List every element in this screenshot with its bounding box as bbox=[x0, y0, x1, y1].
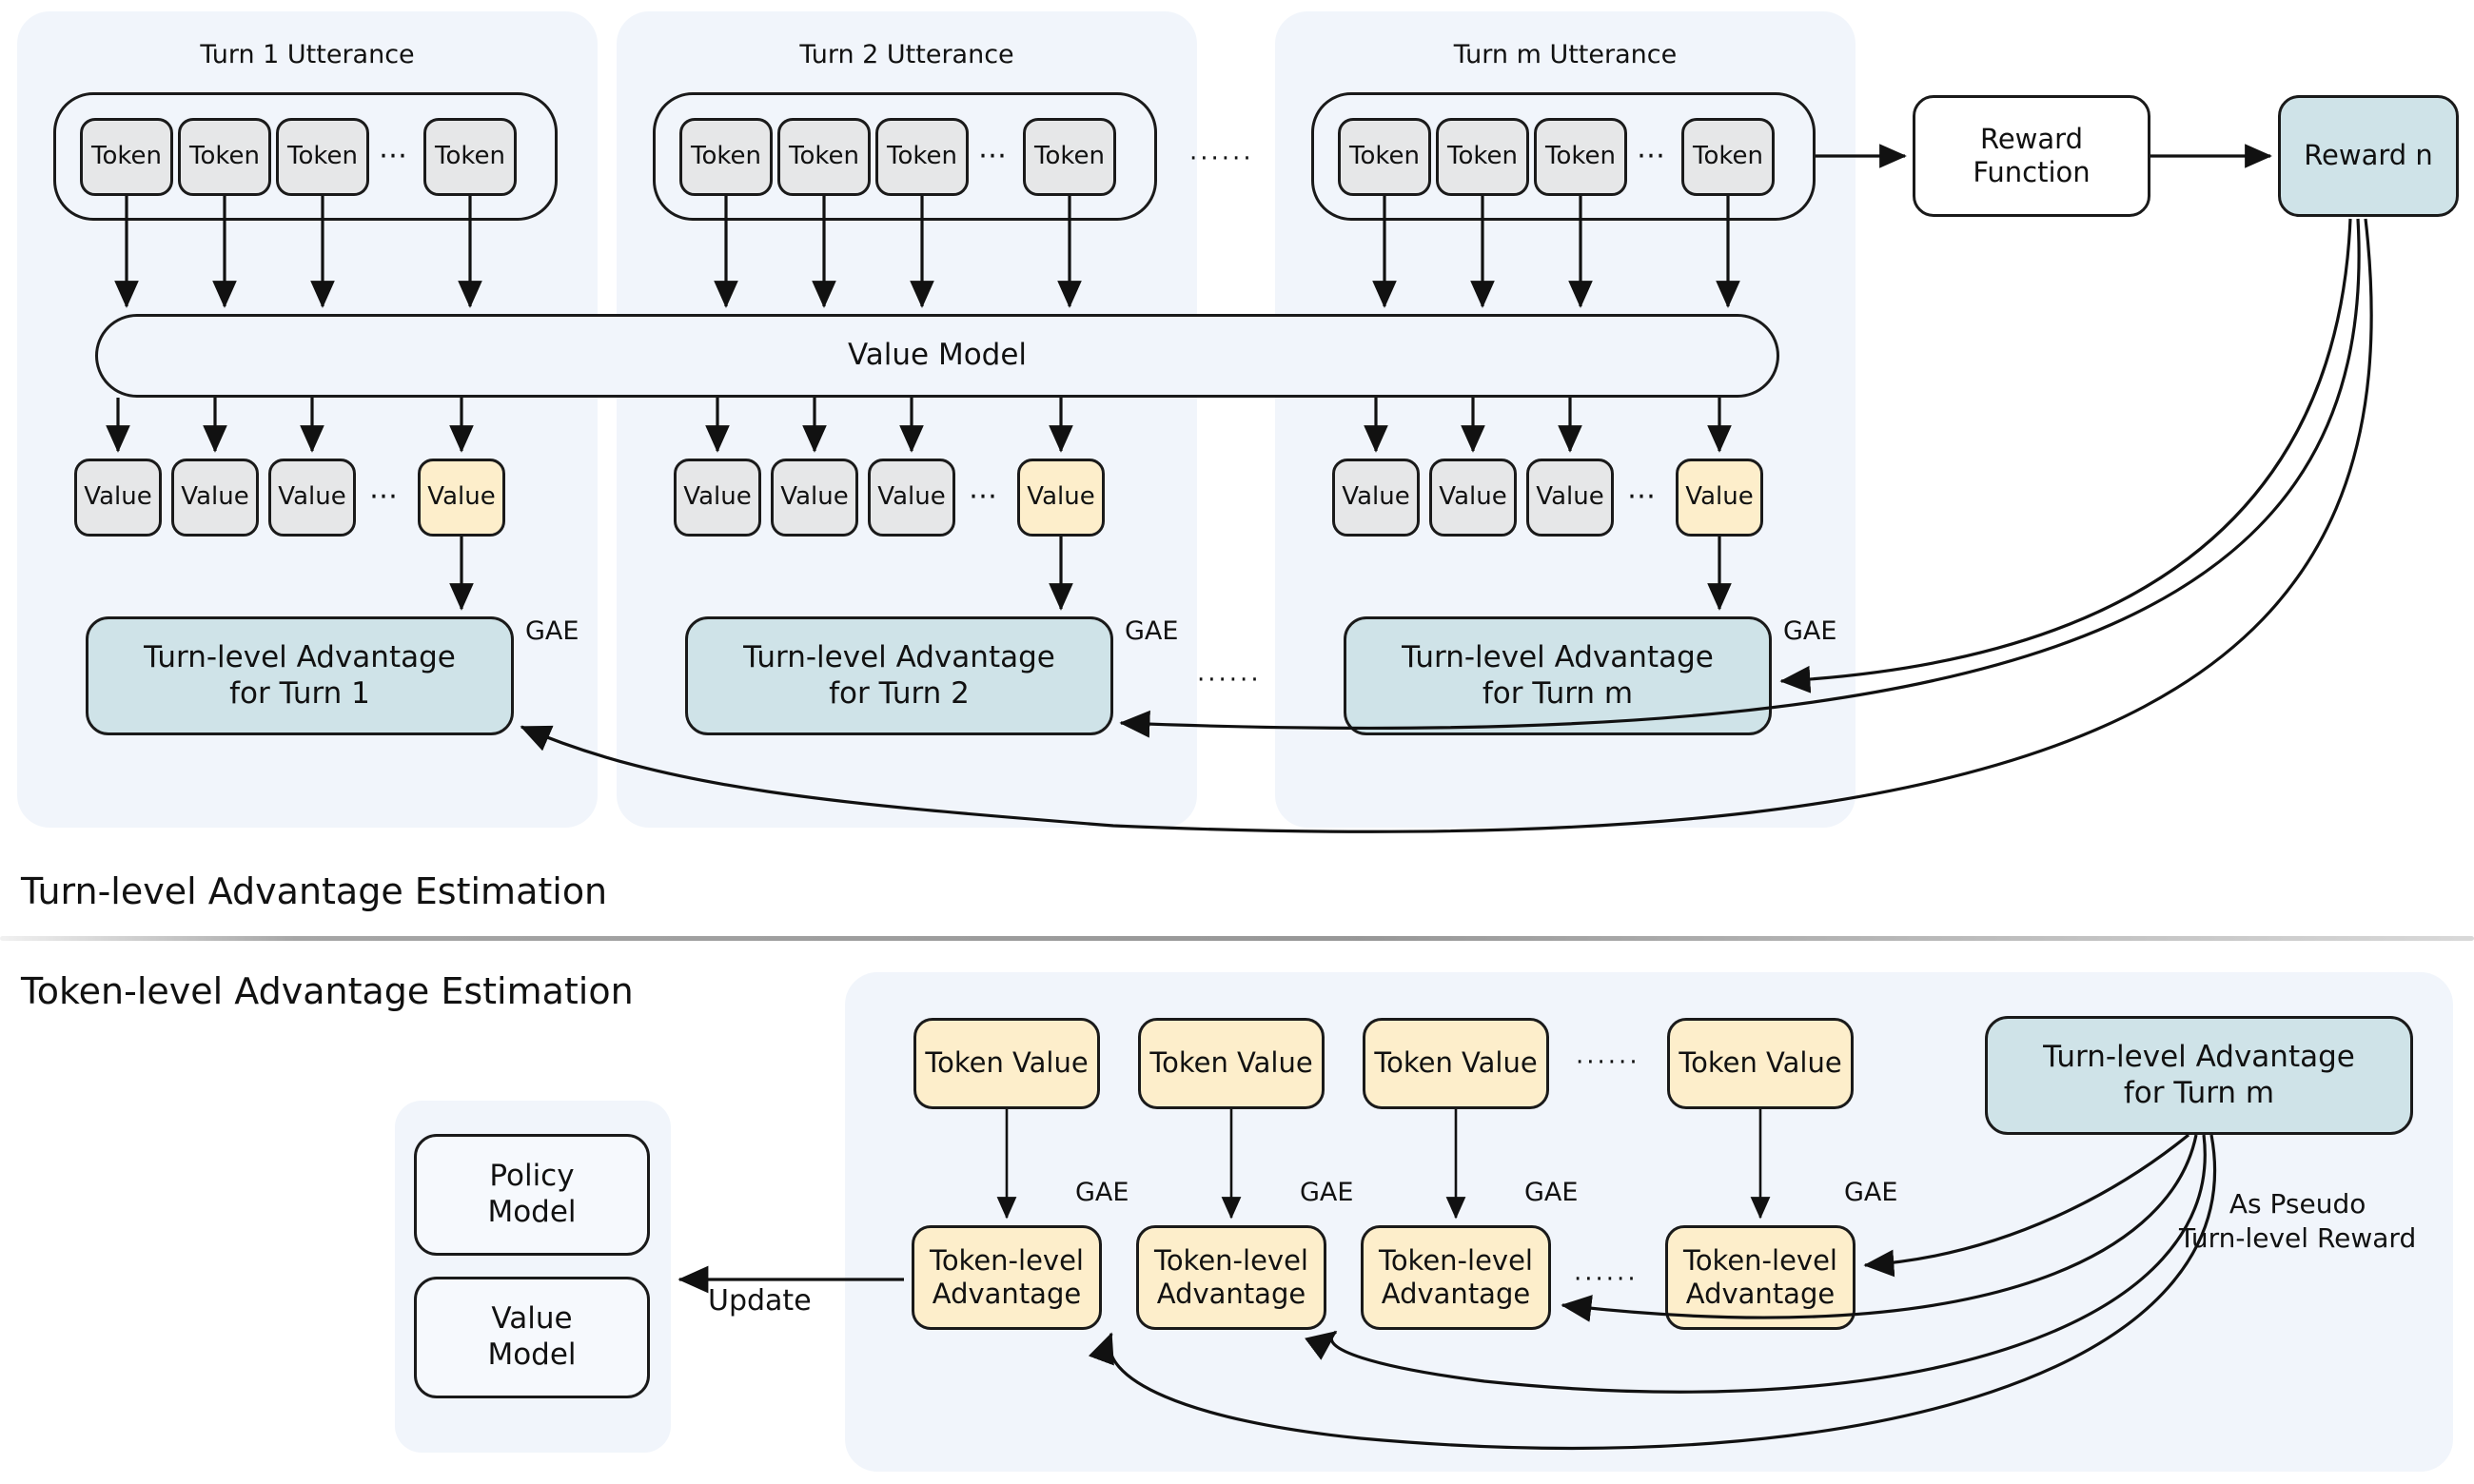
token-chip: Token bbox=[80, 118, 173, 196]
value-model-line1: Value bbox=[491, 1301, 573, 1337]
token-advantage-line1: Token-level bbox=[1379, 1243, 1533, 1277]
value-chip-last: Value bbox=[1676, 459, 1763, 537]
token-chip: Token bbox=[1534, 118, 1627, 196]
token-chip: Token bbox=[178, 118, 271, 196]
value-chip: Value bbox=[268, 459, 356, 537]
value-chip-last: Value bbox=[418, 459, 505, 537]
turn-advantage-line2: for Turn m bbox=[1482, 675, 1634, 711]
turn-panel-1-title: Turn 1 Utterance bbox=[200, 40, 415, 69]
turn-advantage-line1: Turn-level Advantage bbox=[144, 639, 456, 674]
section-title-token-level: Token-level Advantage Estimation bbox=[21, 970, 634, 1012]
value-chip: Value bbox=[171, 459, 259, 537]
token-chip: Token bbox=[1681, 118, 1775, 196]
value-ellipsis: ⋯ bbox=[1627, 479, 1658, 513]
value-ellipsis: ⋯ bbox=[969, 479, 999, 513]
token-advantage-box: Token-level Advantage bbox=[912, 1225, 1102, 1330]
turn-advantage-line1: Turn-level Advantage bbox=[743, 639, 1055, 674]
token-ellipsis: ⋯ bbox=[1637, 139, 1667, 172]
token-advantage-line2: Advantage bbox=[932, 1278, 1082, 1310]
token-value-box: Token Value bbox=[1363, 1018, 1549, 1109]
turn-advantage-line2: for Turn 2 bbox=[829, 675, 970, 711]
advantage-row-ellipsis: ······ bbox=[1197, 666, 1262, 694]
value-chip: Value bbox=[868, 459, 955, 537]
reward-function-line1: Reward bbox=[1979, 122, 2083, 155]
token-chip: Token bbox=[679, 118, 773, 196]
pseudo-reward-line1: As Pseudo bbox=[2229, 1188, 2366, 1220]
value-chip: Value bbox=[674, 459, 761, 537]
turn-panel-3-title: Turn m Utterance bbox=[1453, 40, 1678, 69]
value-chip: Value bbox=[1429, 459, 1517, 537]
value-chip-last: Value bbox=[1017, 459, 1105, 537]
token-advantage-ellipsis: ······ bbox=[1574, 1265, 1639, 1294]
token-gae-label-2: GAE bbox=[1300, 1178, 1354, 1207]
section-divider bbox=[0, 936, 2474, 941]
token-chip: Token bbox=[875, 118, 969, 196]
token-advantage-line2: Advantage bbox=[1156, 1278, 1306, 1310]
reward-function-line2: Function bbox=[1973, 156, 2091, 188]
token-advantage-box: Token-level Advantage bbox=[1665, 1225, 1856, 1330]
value-chip: Value bbox=[1332, 459, 1420, 537]
token-chip: Token bbox=[276, 118, 369, 196]
reward-n-box: Reward n bbox=[2278, 95, 2459, 217]
value-ellipsis: ⋯ bbox=[369, 479, 400, 513]
value-chip: Value bbox=[74, 459, 162, 537]
turn-advantage-box-3: Turn-level Advantage for Turn m bbox=[1344, 616, 1772, 735]
token-chip: Token bbox=[423, 118, 517, 196]
turn-panel-2-title: Turn 2 Utterance bbox=[799, 40, 1014, 69]
gae-label-2: GAE bbox=[1125, 616, 1179, 646]
token-gae-label-1: GAE bbox=[1075, 1178, 1129, 1207]
token-value-ellipsis: ······ bbox=[1576, 1048, 1640, 1077]
update-label: Update bbox=[708, 1284, 812, 1318]
token-advantage-box: Token-level Advantage bbox=[1136, 1225, 1326, 1330]
bottom-turn-advantage-box: Turn-level Advantage for Turn m bbox=[1985, 1016, 2413, 1135]
token-advantage-line2: Advantage bbox=[1685, 1278, 1836, 1310]
token-ellipsis: ⋯ bbox=[379, 139, 409, 172]
value-chip: Value bbox=[771, 459, 858, 537]
value-model-box: Value Model bbox=[414, 1277, 650, 1398]
token-advantage-line2: Advantage bbox=[1381, 1278, 1531, 1310]
inter-panel-ellipsis: ······ bbox=[1189, 145, 1254, 173]
reward-function-box: Reward Function bbox=[1913, 95, 2150, 217]
section-title-turn-level: Turn-level Advantage Estimation bbox=[21, 870, 608, 912]
token-advantage-line1: Token-level bbox=[930, 1243, 1084, 1277]
token-gae-label-3: GAE bbox=[1524, 1178, 1579, 1207]
token-advantage-line1: Token-level bbox=[1683, 1243, 1837, 1277]
token-advantage-box: Token-level Advantage bbox=[1361, 1225, 1551, 1330]
value-chip: Value bbox=[1526, 459, 1614, 537]
token-value-box: Token Value bbox=[913, 1018, 1100, 1109]
gae-label-1: GAE bbox=[525, 616, 579, 646]
pseudo-reward-note: As Pseudo Turn-level Reward bbox=[2179, 1187, 2416, 1257]
value-model-line2: Model bbox=[487, 1338, 577, 1372]
token-chip: Token bbox=[777, 118, 871, 196]
bottom-turn-advantage-line1: Turn-level Advantage bbox=[2043, 1039, 2355, 1074]
turn-advantage-box-1: Turn-level Advantage for Turn 1 bbox=[86, 616, 514, 735]
gae-label-3: GAE bbox=[1783, 616, 1837, 646]
policy-model-line1: Policy bbox=[489, 1159, 575, 1194]
policy-model-box: Policy Model bbox=[414, 1134, 650, 1256]
token-value-box: Token Value bbox=[1667, 1018, 1854, 1109]
token-chip: Token bbox=[1436, 118, 1529, 196]
pseudo-reward-line2: Turn-level Reward bbox=[2179, 1222, 2417, 1255]
bottom-turn-advantage-line2: for Turn m bbox=[2123, 1075, 2275, 1110]
token-chip: Token bbox=[1338, 118, 1431, 196]
turn-advantage-line1: Turn-level Advantage bbox=[1402, 639, 1714, 674]
turn-advantage-box-2: Turn-level Advantage for Turn 2 bbox=[685, 616, 1113, 735]
token-gae-label-4: GAE bbox=[1844, 1178, 1898, 1207]
policy-model-line2: Model bbox=[487, 1195, 577, 1229]
turn-advantage-line2: for Turn 1 bbox=[229, 675, 370, 711]
value-model-bar: Value Model bbox=[95, 314, 1779, 398]
token-value-box: Token Value bbox=[1138, 1018, 1325, 1109]
token-chip: Token bbox=[1023, 118, 1116, 196]
token-ellipsis: ⋯ bbox=[978, 139, 1009, 172]
token-advantage-line1: Token-level bbox=[1154, 1243, 1308, 1277]
